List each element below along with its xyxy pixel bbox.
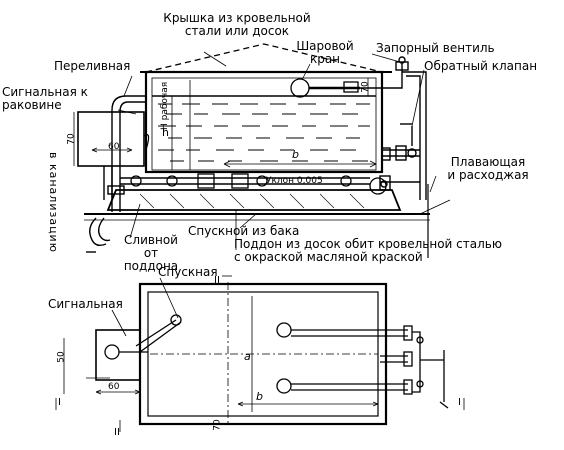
label-signal-to-sink: Сигнальная к раковине bbox=[2, 85, 88, 112]
dim-60-plan: 60 bbox=[108, 382, 120, 392]
tank-lid bbox=[140, 43, 392, 73]
section-II-bottom: II bbox=[114, 427, 120, 438]
drip-pan bbox=[84, 184, 451, 258]
inlet-pipe bbox=[358, 56, 427, 200]
dim-h-side: h bbox=[162, 126, 169, 139]
tank-bottom-pipes bbox=[120, 173, 387, 195]
dim-a-plan: а bbox=[244, 350, 251, 363]
plan-dimension-lines bbox=[55, 275, 465, 432]
label-ball-valve: Шаровой кран bbox=[296, 39, 354, 66]
dim-h-operating: Н рабочая bbox=[160, 81, 170, 130]
dim-50: 50 bbox=[56, 351, 67, 363]
leader-lines-elevation bbox=[117, 51, 437, 250]
dim-b-top: b bbox=[292, 148, 299, 161]
label-plan-drain: Спускная bbox=[158, 265, 218, 279]
dim-70-plan: 70 bbox=[212, 419, 223, 431]
dim-70-box: 70 bbox=[66, 133, 77, 145]
tank-dimension-lines bbox=[171, 78, 377, 170]
plan-pipes bbox=[135, 314, 449, 409]
label-pan-note: Поддон из досок обит кровельной сталью с… bbox=[234, 237, 502, 264]
section-II-top: II bbox=[214, 275, 220, 286]
dim-70-top: 70 bbox=[360, 81, 371, 93]
plan-signal-box bbox=[63, 329, 148, 395]
label-lid: Крышка из кровельной стали или досок bbox=[163, 11, 311, 38]
label-check-valve: Обратный клапан bbox=[424, 59, 538, 73]
label-to-sewer: в канализацию bbox=[47, 152, 60, 253]
section-I-right: I bbox=[458, 397, 461, 408]
label-plan-signal: Сигнальная bbox=[48, 297, 123, 311]
label-drain-from-pan: Сливной от поддона bbox=[123, 233, 179, 273]
overflow-pipe bbox=[86, 95, 146, 253]
water-level bbox=[152, 95, 376, 162]
label-floating-consumable: Плавающая и расходжая bbox=[447, 155, 529, 182]
label-shutoff-valve: Запорный вентиль bbox=[376, 41, 495, 55]
signal-box bbox=[73, 111, 150, 200]
label-overflow: Переливная bbox=[54, 59, 131, 73]
section-I-left: I bbox=[58, 397, 61, 408]
leader-lines-plan bbox=[111, 277, 179, 337]
label-tank-drain: Спускной из бака bbox=[188, 224, 300, 238]
dim-slope: Уклон 0,005 bbox=[266, 176, 323, 186]
dim-60: 60 bbox=[108, 142, 120, 152]
dim-b-plan: b bbox=[256, 390, 263, 403]
ball-valve-float bbox=[290, 78, 360, 98]
